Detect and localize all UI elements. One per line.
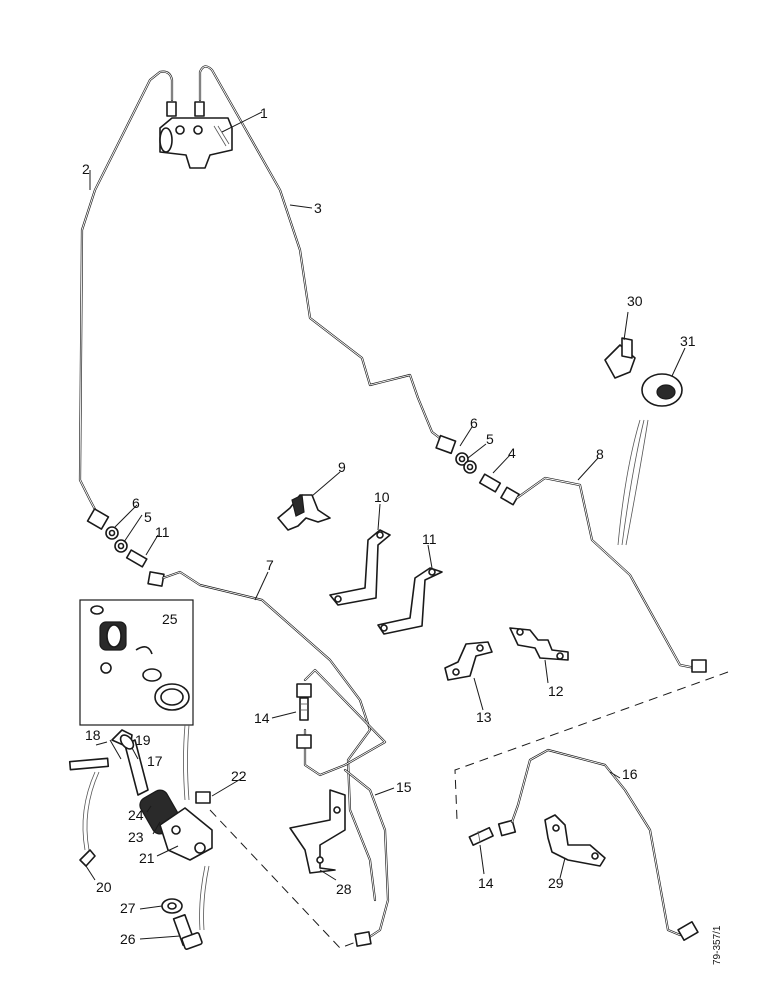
callout-11-right: 11 bbox=[422, 531, 437, 547]
bracket-10 bbox=[329, 529, 391, 606]
callout-14-right: 14 bbox=[478, 875, 494, 891]
connector-14-right bbox=[468, 826, 494, 846]
callout-1: 1 bbox=[260, 105, 268, 121]
callout-6-left: 6 bbox=[132, 495, 140, 511]
callout-26: 26 bbox=[120, 931, 136, 947]
pipe-2 bbox=[78, 70, 174, 517]
callout-18: 18 bbox=[85, 727, 101, 743]
callout-3: 3 bbox=[314, 200, 322, 216]
callout-4: 4 bbox=[508, 445, 516, 461]
dashed-leader-bottom bbox=[209, 809, 357, 949]
pipe-16 bbox=[497, 748, 699, 941]
callout-17: 17 bbox=[147, 753, 163, 769]
callout-21: 21 bbox=[139, 850, 155, 866]
middle-fitting-set bbox=[435, 434, 502, 493]
pipe-3 bbox=[198, 65, 447, 444]
bracket-28 bbox=[289, 789, 346, 874]
pipe-15 bbox=[303, 668, 390, 947]
bracket-11 bbox=[377, 567, 443, 635]
callout-25: 25 bbox=[162, 611, 178, 627]
bracket-29 bbox=[544, 814, 606, 867]
callout-5-left: 5 bbox=[144, 509, 152, 525]
callout-19: 19 bbox=[135, 732, 151, 748]
pipe-8 bbox=[500, 476, 707, 673]
assembly-leader-30-31 bbox=[617, 419, 649, 546]
callout-20: 20 bbox=[96, 879, 112, 895]
callout-27: 27 bbox=[120, 900, 136, 916]
leader-lines bbox=[85, 111, 686, 940]
washer-27 bbox=[161, 898, 183, 914]
callout-16: 16 bbox=[622, 766, 638, 782]
bracket-12 bbox=[509, 627, 569, 661]
dashed-leader-right bbox=[454, 671, 729, 821]
split-pin-20 bbox=[79, 771, 100, 867]
clip-30 bbox=[604, 337, 636, 379]
callout-29: 29 bbox=[548, 875, 564, 891]
callout-7: 7 bbox=[266, 557, 274, 573]
callout-31: 31 bbox=[680, 333, 696, 349]
callout-23: 23 bbox=[128, 829, 144, 845]
clip-9 bbox=[277, 494, 331, 531]
repair-kit-box-25 bbox=[79, 599, 194, 726]
callout-6-middle: 6 bbox=[470, 415, 478, 431]
callout-13: 13 bbox=[476, 709, 492, 725]
callout-2: 2 bbox=[82, 161, 90, 177]
brake-valve-part-1 bbox=[159, 101, 233, 169]
bolt-26 bbox=[172, 865, 210, 950]
grommet-31 bbox=[641, 373, 683, 407]
callout-10: 10 bbox=[374, 489, 390, 505]
drawing-reference: 79-357/1 bbox=[712, 925, 723, 965]
callout-28: 28 bbox=[336, 881, 352, 897]
callout-22: 22 bbox=[231, 768, 247, 784]
bracket-13 bbox=[444, 641, 493, 681]
left-fitting-set bbox=[86, 508, 148, 568]
callout-30: 30 bbox=[627, 293, 643, 309]
callout-11-left: 11 bbox=[155, 524, 170, 540]
connector-14-left bbox=[296, 683, 312, 749]
callout-9: 9 bbox=[338, 459, 346, 475]
callout-12: 12 bbox=[548, 683, 564, 699]
master-cylinder-21 bbox=[68, 724, 213, 861]
callout-15: 15 bbox=[396, 779, 412, 795]
callout-5-middle: 5 bbox=[486, 431, 494, 447]
callout-8: 8 bbox=[596, 446, 604, 462]
callout-24: 24 bbox=[128, 807, 144, 823]
callout-14-left: 14 bbox=[254, 710, 270, 726]
pipe-7 bbox=[147, 570, 377, 902]
